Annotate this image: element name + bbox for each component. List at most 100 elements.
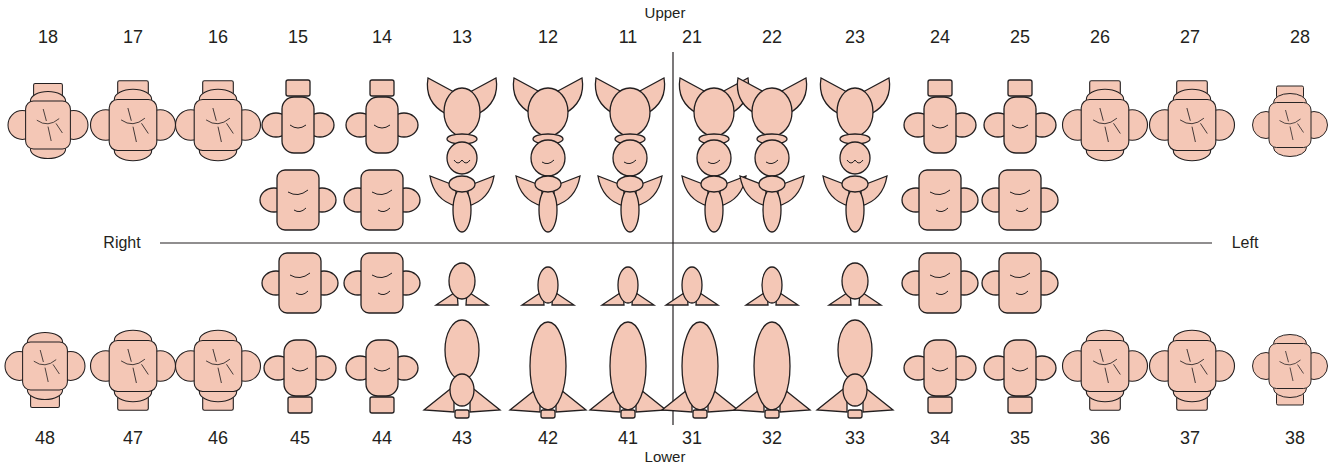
tooth-outline xyxy=(763,188,781,232)
tooth-shape xyxy=(264,340,336,413)
tooth-shape xyxy=(91,81,176,161)
tooth-outline xyxy=(370,80,394,96)
tooth-outline xyxy=(697,140,731,176)
tooth-outline xyxy=(26,101,71,149)
tooth-shape xyxy=(902,253,978,313)
tooth-shape xyxy=(522,267,574,305)
tooth-number: 22 xyxy=(762,28,782,46)
tooth-number: 45 xyxy=(290,429,310,447)
tooth-outline xyxy=(765,410,779,418)
tooth-outline xyxy=(539,188,557,232)
tooth-shape xyxy=(510,322,586,418)
tooth-number: 18 xyxy=(38,28,58,46)
tooth-outline xyxy=(288,190,308,212)
tooth-outline xyxy=(206,349,233,383)
tooth-outline xyxy=(1280,110,1304,140)
tooth-shape xyxy=(829,263,881,305)
tooth-outline xyxy=(759,176,785,192)
tooth-outline xyxy=(682,267,702,303)
tooth-shape xyxy=(982,170,1058,230)
tooth-shape xyxy=(823,176,887,232)
tooth-outline xyxy=(1093,349,1120,383)
tooth-outline xyxy=(374,368,390,371)
tooth-shape xyxy=(430,176,494,232)
tooth-shape xyxy=(1150,81,1235,161)
tooth-shape xyxy=(260,170,336,230)
tooth-outline xyxy=(754,322,790,410)
tooth-number: 28 xyxy=(1290,28,1310,46)
tooth-outline xyxy=(454,160,470,163)
tooth-outline xyxy=(447,142,477,174)
tooth-outline xyxy=(1012,125,1028,128)
tooth-shape xyxy=(737,78,806,176)
tooth-outline xyxy=(1008,397,1032,413)
tooth-outline xyxy=(444,88,480,136)
tooth-shape xyxy=(176,81,261,161)
tooth-outline xyxy=(361,170,403,230)
tooth-outline xyxy=(445,320,479,380)
tooth-outline xyxy=(1093,108,1120,142)
tooth-shape xyxy=(590,322,666,418)
tooth-number: 41 xyxy=(618,429,638,447)
tooth-number: 14 xyxy=(372,28,392,46)
tooth-number: 38 xyxy=(1285,429,1305,447)
tooth-outline xyxy=(842,263,868,299)
midline xyxy=(672,52,673,425)
tooth-outline xyxy=(541,410,555,418)
tooth-number: 36 xyxy=(1090,429,1110,447)
tooth-outline xyxy=(1004,340,1036,396)
tooth-outline xyxy=(194,341,242,392)
tooth-outline xyxy=(1008,80,1032,96)
tooth-number: 48 xyxy=(35,429,55,447)
tooth-shape xyxy=(91,330,176,410)
tooth-outline xyxy=(530,322,566,410)
tooth-outline xyxy=(37,109,63,141)
axis-line xyxy=(160,242,1212,243)
tooth-number: 13 xyxy=(452,28,472,46)
tooth-outline xyxy=(1010,273,1030,295)
tooth-outline xyxy=(277,170,319,230)
tooth-outline xyxy=(109,100,157,151)
tooth-outline xyxy=(762,267,782,303)
tooth-outline xyxy=(531,140,565,176)
tooth-outline xyxy=(847,160,863,163)
side-label: Right xyxy=(103,235,140,251)
tooth-outline xyxy=(286,80,310,96)
tooth-outline xyxy=(366,97,398,153)
tooth-shape xyxy=(734,322,810,418)
tooth-shape xyxy=(904,80,976,153)
tooth-shape xyxy=(740,176,804,232)
tooth-shape xyxy=(1063,330,1148,410)
tooth-shape xyxy=(1150,330,1235,410)
tooth-outline xyxy=(374,125,390,128)
tooth-outline xyxy=(290,125,306,128)
tooth-shape xyxy=(5,332,85,407)
tooth-shape xyxy=(820,78,889,174)
tooth-outline xyxy=(1269,344,1311,389)
tooth-number: 44 xyxy=(372,429,392,447)
tooth-number: 21 xyxy=(682,28,702,46)
tooth-shape xyxy=(8,83,88,158)
tooth-outline xyxy=(1180,349,1207,383)
tooth-outline xyxy=(34,350,60,382)
tooth-outline xyxy=(837,88,873,136)
tooth-shape xyxy=(1063,81,1148,161)
tooth-shape xyxy=(595,78,664,176)
tooth-outline xyxy=(453,188,471,232)
tooth-shape xyxy=(1253,86,1328,157)
tooth-outline xyxy=(279,253,321,313)
tooth-shape xyxy=(982,253,1058,313)
tooth-outline xyxy=(194,100,242,151)
tooth-outline xyxy=(290,273,310,295)
tooth-number: 33 xyxy=(845,429,865,447)
tooth-number: 32 xyxy=(762,429,782,447)
tooth-shape xyxy=(427,78,496,174)
tooth-shape xyxy=(817,320,893,418)
tooth-outline xyxy=(932,125,948,128)
tooth-outline xyxy=(694,88,734,136)
tooth-shape xyxy=(513,78,582,176)
jaw-heading: Lower xyxy=(645,449,686,464)
tooth-shape xyxy=(904,340,976,413)
tooth-outline xyxy=(288,397,312,413)
tooth-outline xyxy=(932,368,948,371)
